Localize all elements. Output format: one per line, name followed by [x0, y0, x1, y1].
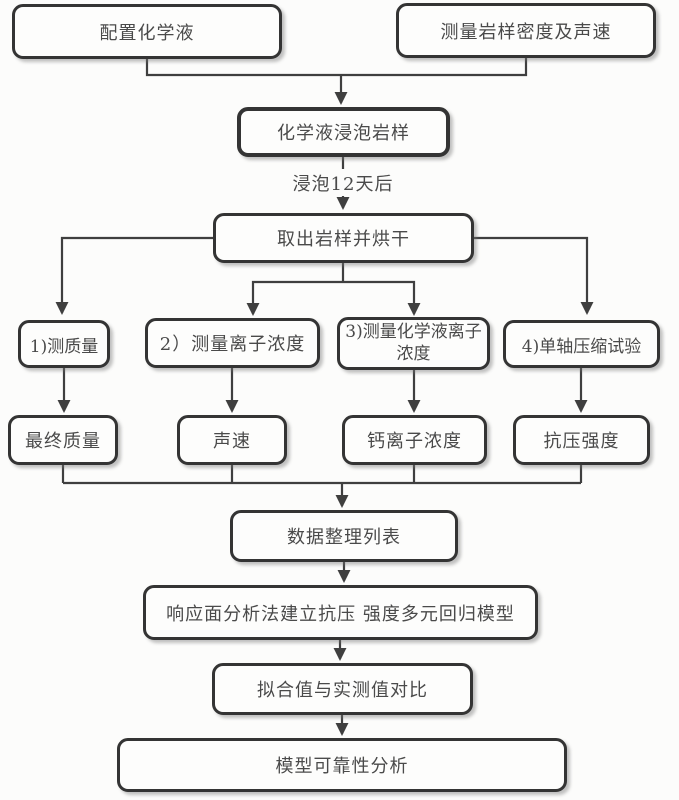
node-label: 最终质量 — [25, 431, 101, 452]
node-label: 2）测量离子浓度 — [159, 334, 306, 355]
node-label: 化学液浸泡岩样 — [277, 123, 410, 144]
node-label: 钙离子浓度 — [367, 431, 462, 452]
connector-top-merge — [145, 58, 528, 77]
edge-label-soak-duration: 浸泡12天后 — [281, 169, 405, 196]
connector-dry-to-ion — [246, 280, 343, 316]
node-label: 模型可靠性分析 — [275, 756, 409, 777]
node-prepare-solution: 配置化学液 — [12, 4, 282, 59]
node-label: 抗压强度 — [543, 431, 620, 452]
node-measure-mass: 1)测质量 — [18, 320, 110, 368]
node-reliability: 模型可靠性分析 — [117, 738, 567, 792]
node-soak-sample: 化学液浸泡岩样 — [237, 107, 450, 157]
node-measure-ion: 2）测量离子浓度 — [145, 318, 320, 368]
node-take-out-dry: 取出岩样并烘干 — [213, 213, 474, 263]
node-data-list: 数据整理列表 — [230, 510, 458, 562]
node-label: 响应面分析法建立抗压 强度多元回归模型 — [166, 603, 515, 625]
node-label: 拟合值与实测值对比 — [257, 680, 428, 701]
node-label: 4)单轴压缩试验 — [521, 336, 642, 357]
node-compressive-strength: 抗压强度 — [513, 415, 650, 465]
connector-dry-to-uniaxial — [474, 236, 594, 315]
node-fit-compare: 拟合值与实测值对比 — [212, 663, 473, 715]
node-label: 3)测量化学液离子 浓度 — [345, 322, 482, 364]
node-uniaxial-test: 4)单轴压缩试验 — [503, 320, 660, 368]
connector-dry-to-mass — [55, 236, 213, 315]
node-regression-model: 响应面分析法建立抗压 强度多元回归模型 — [143, 585, 538, 640]
node-label: 数据整理列表 — [287, 527, 401, 548]
node-final-mass: 最终质量 — [8, 415, 118, 465]
node-label: 取出岩样并烘干 — [277, 229, 410, 250]
connector-dry-to-chem-ion — [343, 280, 421, 316]
node-sound-velocity: 声速 — [177, 415, 287, 465]
node-label: 测量岩样密度及声速 — [440, 21, 612, 43]
node-label: 1)测质量 — [29, 336, 99, 357]
node-label: 配置化学液 — [99, 22, 195, 44]
node-calcium-ion: 钙离子浓度 — [342, 415, 487, 465]
node-measure-density: 测量岩样密度及声速 — [396, 3, 656, 58]
node-label: 声速 — [213, 431, 251, 452]
node-measure-chem-ion: 3)测量化学液离子 浓度 — [337, 317, 490, 370]
